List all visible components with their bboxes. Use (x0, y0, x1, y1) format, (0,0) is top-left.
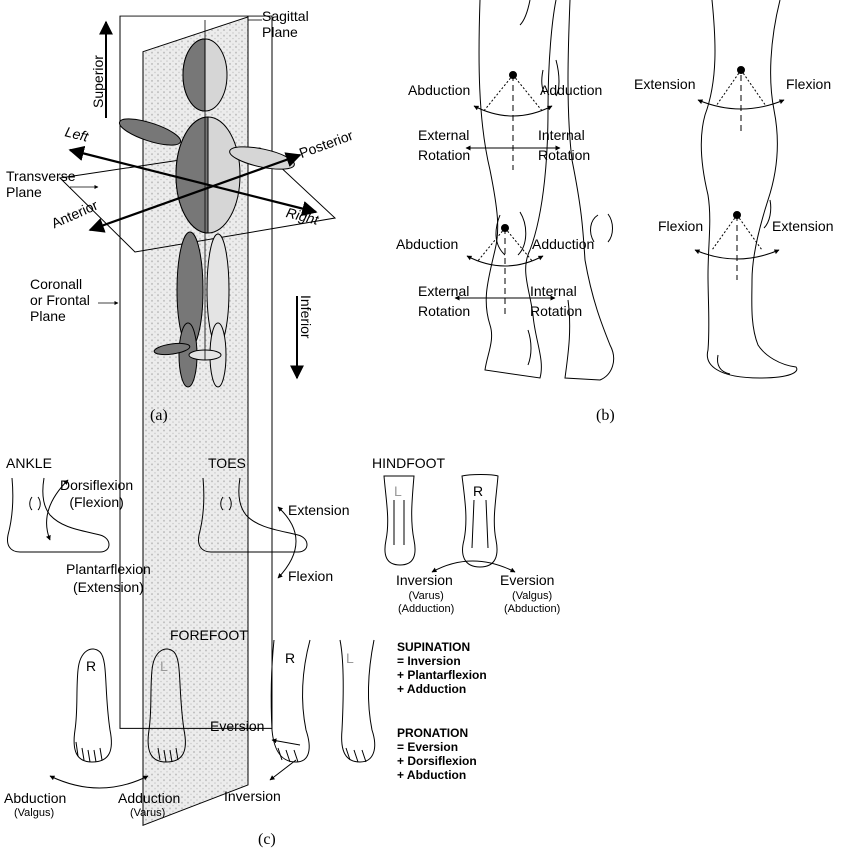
forefoot-abduction-label: Abduction (4, 790, 66, 806)
coronal-plane-label: Coronall or Frontal Plane (30, 276, 90, 324)
knee-adduction-label: Adduction (532, 236, 594, 252)
forefoot-right-letter: R (86, 658, 96, 674)
front-legs-outline (479, 0, 556, 378)
hip-flexion-label: Flexion (786, 76, 831, 92)
ankle-title: ANKLE (6, 455, 52, 471)
eversion-sub-label: (Valgus) (Abduction) (504, 590, 560, 616)
panel-b-legs (479, 0, 797, 380)
eversion-label: Eversion (500, 572, 554, 588)
inversion-sub-label: (Varus) (Adduction) (398, 590, 454, 616)
forefoot-left-letter-2: L (346, 650, 354, 666)
hip-abduction-label: Abduction (408, 82, 470, 98)
forefoot-adduction-sub: (Varus) (130, 807, 165, 820)
sagittal-plane-label: Sagittal Plane (262, 8, 309, 40)
ankle-dorsiflexion-label: Dorsiflexion (Flexion) (60, 477, 133, 511)
forefoot-title: FOREFOOT (170, 627, 248, 643)
hip-adduction-label: Adduction (540, 82, 602, 98)
forefoot-adduction-label: Adduction (118, 790, 180, 806)
hindfoot-title: HINDFOOT (372, 455, 445, 471)
knee-flexion-label: Flexion (658, 218, 703, 234)
inversion-label: Inversion (396, 572, 453, 588)
forefoot-inversion-label: Inversion (224, 788, 281, 804)
hip-internal-rotation-label: Internal Rotation (538, 125, 590, 165)
superior-label: Superior (90, 55, 106, 108)
pronation-definition: PRONATION = Eversion + Dorsiflexion + Ab… (397, 726, 477, 782)
forefoot-abduction-sub: (Valgus) (14, 807, 54, 820)
toes-title: TOES (208, 455, 246, 471)
knee-extension-label: Extension (772, 218, 833, 234)
caption-b: (b) (596, 408, 615, 424)
toes-extension-label: Extension (288, 502, 349, 518)
hip-external-rotation-label: External Rotation (418, 125, 470, 165)
toes-flexion-label: Flexion (288, 568, 333, 584)
knee-external-rotation-label: External Rotation (418, 281, 470, 321)
knee-internal-rotation-label: Internal Rotation (530, 281, 582, 321)
hindfoot-left-letter: L (394, 483, 402, 499)
panel-a-body-planes (60, 16, 335, 825)
caption-a: (a) (150, 408, 168, 424)
panel-b-joint-markers (455, 67, 784, 299)
ankle-plantarflexion-label: Plantarflexion (Extension) (66, 560, 151, 596)
knee-abduction-label: Abduction (396, 236, 458, 252)
side-leg-outline (701, 0, 797, 378)
forefoot-eversion-label: Eversion (210, 718, 264, 734)
caption-c: (c) (258, 832, 276, 848)
forefoot-left-letter: L (160, 658, 168, 674)
hip-extension-label: Extension (634, 76, 695, 92)
forefoot-right-letter-2: R (285, 650, 295, 666)
inferior-label: Inferior (298, 295, 314, 339)
hindfoot-right-letter: R (473, 483, 483, 499)
supination-definition: SUPINATION = Inversion + Plantarflexion … (397, 640, 487, 696)
transverse-plane-label: Transverse Plane (6, 168, 76, 200)
